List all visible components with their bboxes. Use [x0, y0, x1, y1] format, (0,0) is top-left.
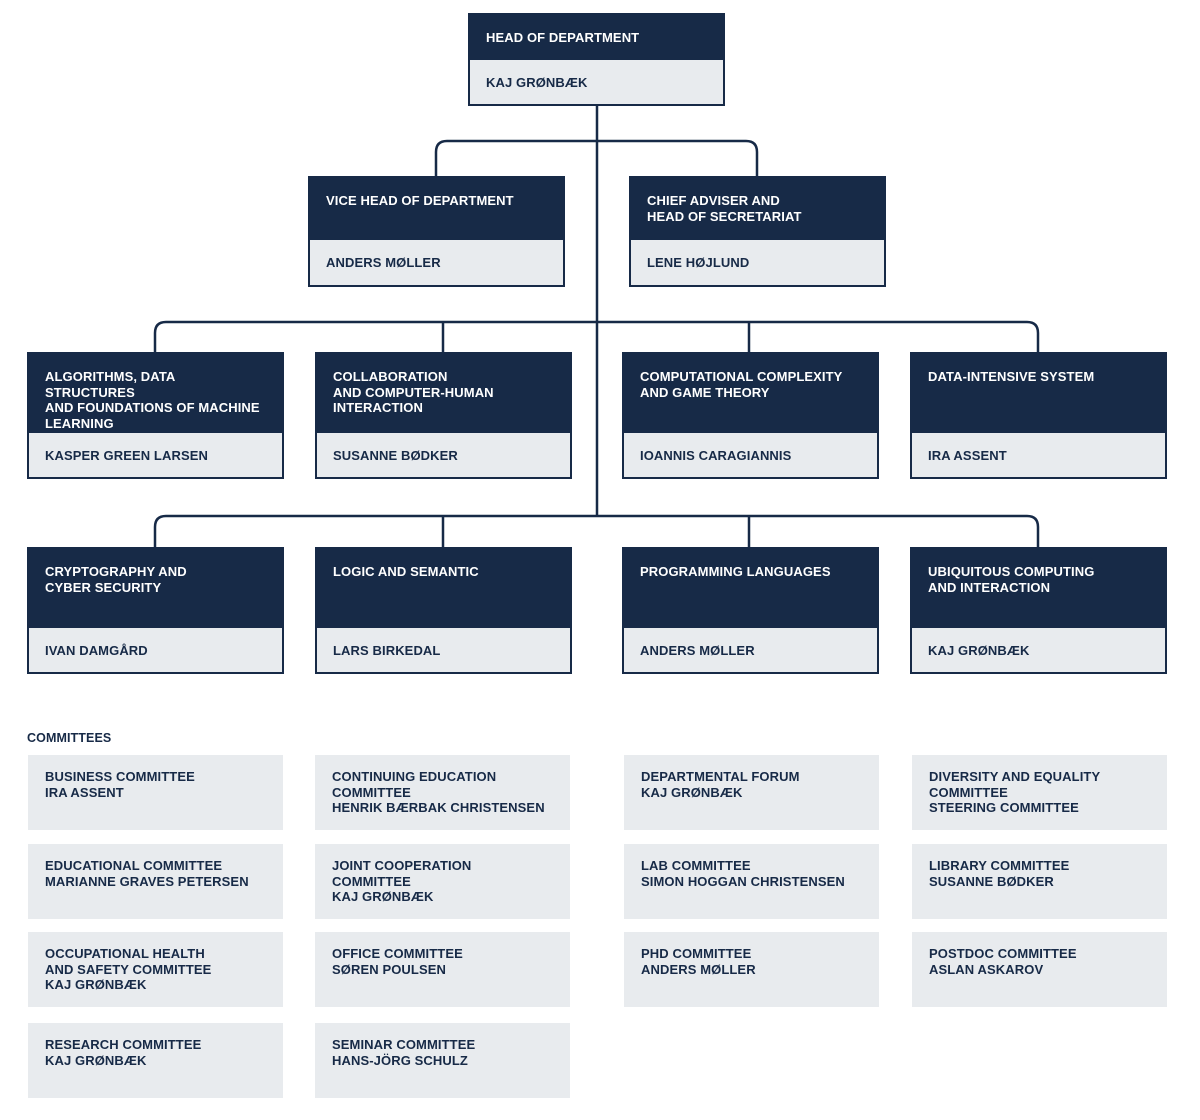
committee-card: EDUCATIONAL COMMITTEE MARIANNE GRAVES PE…	[28, 844, 283, 919]
committee-chair: SUSANNE BØDKER	[929, 873, 1054, 889]
vice-head-person: ANDERS MØLLER	[326, 255, 441, 270]
chief-adviser-box: CHIEF ADVISER AND HEAD OF SECRETARIAT LE…	[629, 176, 886, 287]
committee-chair: ASLAN ASKAROV	[929, 961, 1044, 977]
group-collaboration-box: COLLABORATION AND COMPUTER-HUMAN INTERAC…	[315, 352, 572, 479]
group-collaboration-person: SUSANNE BØDKER	[333, 447, 458, 463]
group-data-intensive-box: DATA-INTENSIVE SYSTEM IRA ASSENT	[910, 352, 1167, 479]
committee-chair: KAJ GRØNBÆK	[641, 784, 743, 800]
committee-card: OFFICE COMMITTEE SØREN POULSEN	[315, 932, 570, 1007]
committee-card: SEMINAR COMMITTEE HANS-JÖRG SCHULZ	[315, 1023, 570, 1098]
committee-card: DEPARTMENTAL FORUM KAJ GRØNBÆK	[624, 755, 879, 830]
committee-name: JOINT COOPERATION COMMITTEE	[332, 858, 472, 889]
committee-name: SEMINAR COMMITTEE	[332, 1037, 476, 1052]
committee-name: OCCUPATIONAL HEALTH AND SAFETY COMMITTEE	[45, 946, 212, 977]
committee-name: PHD COMMITTEE	[641, 946, 752, 961]
committee-chair: SØREN POULSEN	[332, 961, 446, 977]
committee-card: RESEARCH COMMITTEE KAJ GRØNBÆK	[28, 1023, 283, 1098]
committee-name: OFFICE COMMITTEE	[332, 946, 463, 961]
vice-head-box: VICE HEAD OF DEPARTMENT ANDERS MØLLER	[308, 176, 565, 287]
committee-card: DIVERSITY AND EQUALITY COMMITTEE STEERIN…	[912, 755, 1167, 830]
committee-name: EDUCATIONAL COMMITTEE	[45, 858, 223, 873]
group-algorithms-person: KASPER GREEN LARSEN	[45, 447, 208, 463]
group-cryptography-title: CRYPTOGRAPHY AND CYBER SECURITY	[29, 549, 282, 628]
committee-card: BUSINESS COMMITTEE IRA ASSENT	[28, 755, 283, 830]
committee-card: CONTINUING EDUCATION COMMITTEE HENRIK BÆ…	[315, 755, 570, 830]
committee-name: BUSINESS COMMITTEE	[45, 769, 195, 784]
chief-adviser-person: LENE HØJLUND	[647, 255, 750, 270]
group-complexity-title: COMPUTATIONAL COMPLEXITY AND GAME THEORY	[624, 354, 877, 433]
committee-card: PHD COMMITTEE ANDERS MØLLER	[624, 932, 879, 1007]
committee-card: JOINT COOPERATION COMMITTEE KAJ GRØNBÆK	[315, 844, 570, 919]
committee-card: POSTDOC COMMITTEE ASLAN ASKAROV	[912, 932, 1167, 1007]
committee-chair: ANDERS MØLLER	[641, 961, 756, 977]
group-ubiquitous-person: KAJ GRØNBÆK	[928, 642, 1030, 658]
head-of-department-title: HEAD OF DEPARTMENT	[470, 15, 723, 60]
group-complexity-person: IOANNIS CARAGIANNIS	[640, 447, 792, 463]
group-cryptography-box: CRYPTOGRAPHY AND CYBER SECURITY IVAN DAM…	[27, 547, 284, 674]
committee-chair: HANS-JÖRG SCHULZ	[332, 1052, 468, 1068]
group-programming-box: PROGRAMMING LANGUAGES ANDERS MØLLER	[622, 547, 879, 674]
committee-chair: SIMON HOGGAN CHRISTENSEN	[641, 873, 845, 889]
chief-adviser-title: CHIEF ADVISER AND HEAD OF SECRETARIAT	[631, 178, 884, 240]
group-cryptography-person: IVAN DAMGÅRD	[45, 642, 148, 658]
group-programming-person: ANDERS MØLLER	[640, 642, 755, 658]
committee-chair: KAJ GRØNBÆK	[332, 889, 434, 904]
group-collaboration-title: COLLABORATION AND COMPUTER-HUMAN INTERAC…	[317, 354, 570, 433]
committee-name: CONTINUING EDUCATION COMMITTEE	[332, 769, 497, 800]
group-complexity-box: COMPUTATIONAL COMPLEXITY AND GAME THEORY…	[622, 352, 879, 479]
committee-name: RESEARCH COMMITTEE	[45, 1037, 202, 1052]
head-of-department-box: HEAD OF DEPARTMENT KAJ GRØNBÆK	[468, 13, 725, 106]
committee-chair: MARIANNE GRAVES PETERSEN	[45, 873, 249, 889]
committee-name: DEPARTMENTAL FORUM	[641, 769, 800, 784]
group-data-intensive-person: IRA ASSENT	[928, 447, 1007, 463]
committee-name: LIBRARY COMMITTEE	[929, 858, 1070, 873]
group-algorithms-title: ALGORITHMS, DATA STRUCTURES AND FOUNDATI…	[29, 354, 282, 433]
vice-head-title: VICE HEAD OF DEPARTMENT	[310, 178, 563, 240]
committee-name: LAB COMMITTEE	[641, 858, 751, 873]
group-ubiquitous-title: UBIQUITOUS COMPUTING AND INTERACTION	[912, 549, 1165, 628]
committee-chair: KAJ GRØNBÆK	[45, 977, 147, 992]
committee-chair: IRA ASSENT	[45, 784, 124, 800]
group-logic-box: LOGIC AND SEMANTIC LARS BIRKEDAL	[315, 547, 572, 674]
group-ubiquitous-box: UBIQUITOUS COMPUTING AND INTERACTION KAJ…	[910, 547, 1167, 674]
group-algorithms-box: ALGORITHMS, DATA STRUCTURES AND FOUNDATI…	[27, 352, 284, 479]
head-of-department-person: KAJ GRØNBÆK	[486, 74, 588, 90]
committee-name: DIVERSITY AND EQUALITY COMMITTEE	[929, 769, 1101, 800]
committee-card: LIBRARY COMMITTEE SUSANNE BØDKER	[912, 844, 1167, 919]
group-logic-title: LOGIC AND SEMANTIC	[317, 549, 570, 628]
committee-card: OCCUPATIONAL HEALTH AND SAFETY COMMITTEE…	[28, 932, 283, 1007]
committee-card: LAB COMMITTEE SIMON HOGGAN CHRISTENSEN	[624, 844, 879, 919]
committee-chair: STEERING COMMITTEE	[929, 800, 1079, 815]
committees-heading: COMMITTEES	[27, 731, 112, 745]
committee-name: POSTDOC COMMITTEE	[929, 946, 1077, 961]
committee-chair: KAJ GRØNBÆK	[45, 1052, 147, 1068]
group-data-intensive-title: DATA-INTENSIVE SYSTEM	[912, 354, 1165, 433]
committee-chair: HENRIK BÆRBAK CHRISTENSEN	[332, 800, 545, 815]
group-logic-person: LARS BIRKEDAL	[333, 642, 441, 658]
group-programming-title: PROGRAMMING LANGUAGES	[624, 549, 877, 628]
